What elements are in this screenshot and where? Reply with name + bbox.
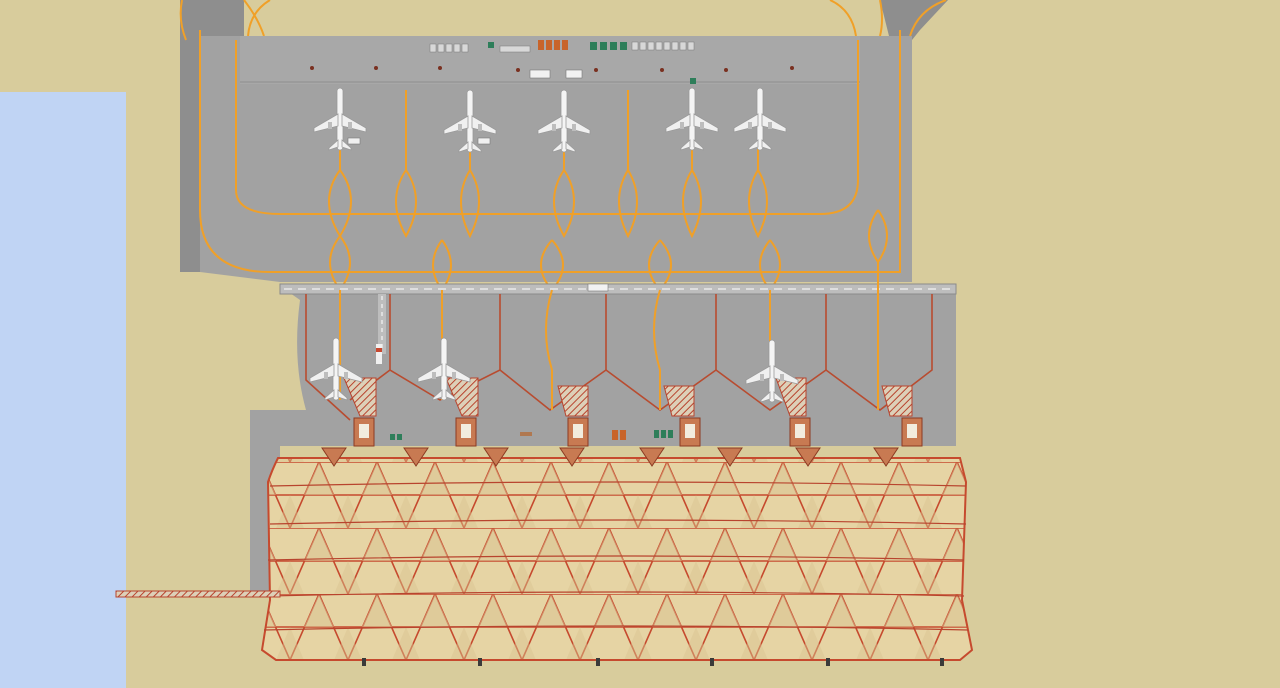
terminal-roof-ridges — [263, 481, 969, 631]
lamp-posts — [310, 66, 794, 72]
tank-icon — [590, 42, 627, 50]
truck-icon — [587, 283, 609, 292]
terminal-gate-notches — [321, 447, 899, 467]
water-body — [0, 92, 126, 688]
terminal-supports — [362, 658, 944, 666]
terminal-roof — [260, 457, 974, 661]
gate-vehicles — [376, 344, 673, 440]
lower-apron — [250, 286, 956, 446]
service-vehicles-row — [429, 40, 696, 84]
truck-icon — [347, 137, 361, 145]
service-road — [279, 283, 957, 295]
truck-icon — [529, 69, 551, 79]
truck-icon — [477, 137, 491, 145]
taxiway-loop — [199, 30, 901, 273]
tank-icon — [538, 40, 568, 50]
gate-stand-areas — [343, 377, 913, 417]
pier-bridge — [115, 590, 281, 598]
truck-icon — [565, 69, 583, 79]
shore-left — [126, 92, 306, 688]
